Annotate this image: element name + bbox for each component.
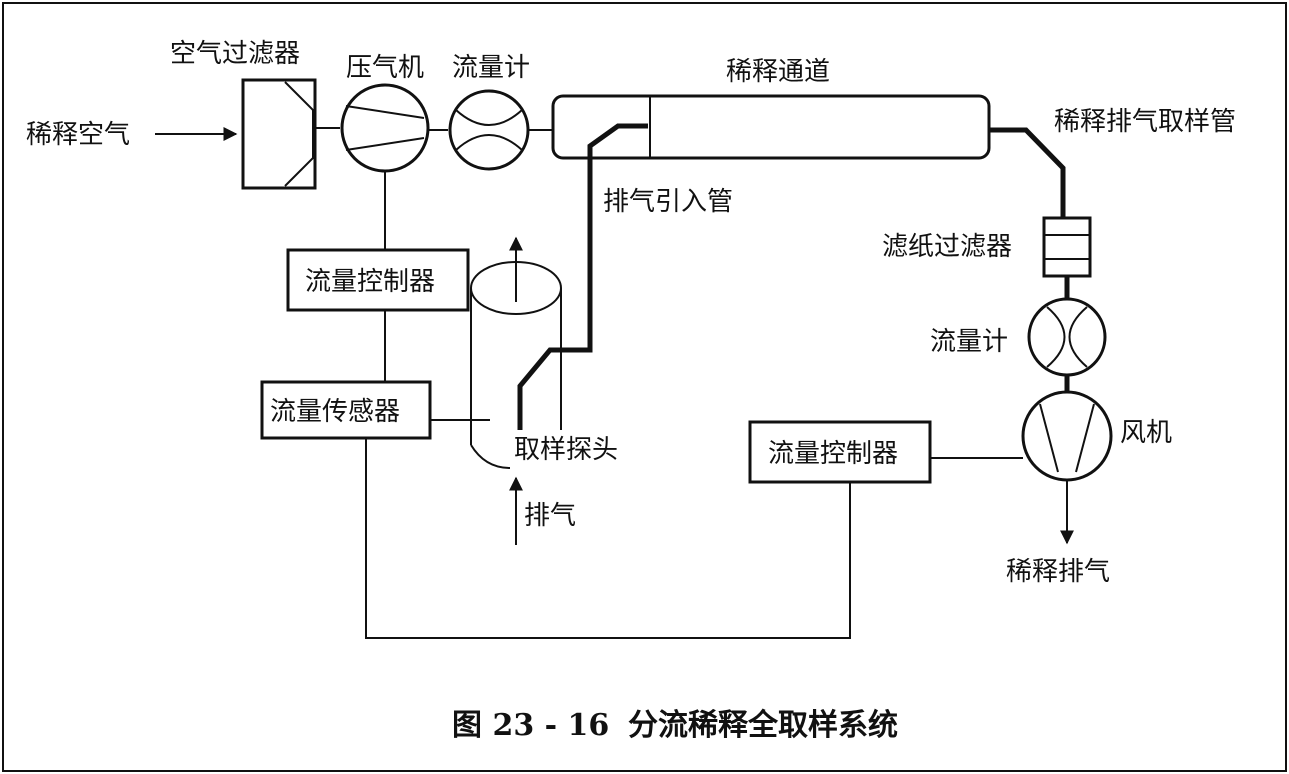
label-compressor: 压气机	[346, 53, 424, 83]
flowmeter-top	[448, 89, 530, 171]
label-exhaust: 排气	[524, 501, 576, 531]
label-flow-sensor: 流量传感器	[270, 397, 400, 427]
blower	[1021, 390, 1113, 482]
flow-controller-right-box	[748, 420, 932, 484]
exhaust-intake-tube	[517, 123, 648, 430]
label-flowmeter-right: 流量计	[930, 327, 1008, 357]
label-filter-paper-filter: 滤纸过滤器	[882, 232, 1012, 262]
label-flowmeter-top: 流量计	[452, 53, 530, 83]
exhaust-sampling-tube	[989, 127, 1066, 220]
label-exhaust-intake-tube: 排气引入管	[603, 187, 733, 217]
caption-title: 分流稀释全取样系统	[628, 708, 898, 743]
flow-controller-left-box	[286, 248, 470, 312]
label-dilution-tunnel: 稀释通道	[726, 57, 830, 87]
compressor	[340, 83, 430, 173]
label-air-filter: 空气过滤器	[170, 39, 300, 69]
label-flow-controller-right: 流量控制器	[768, 439, 898, 469]
label-dilute-exhaust: 稀释排气	[1006, 557, 1110, 587]
flow-sensor-box	[260, 380, 432, 440]
dilution-tunnel	[551, 94, 991, 160]
signal-sensor-right-controller	[365, 438, 851, 639]
label-sampling-probe: 取样探头	[514, 435, 618, 465]
label-flow-controller-left: 流量控制器	[305, 267, 435, 297]
label-dilution-air: 稀释空气	[26, 120, 130, 150]
filter-paper-filter	[1042, 216, 1092, 278]
caption-number: 图 23 - 16	[452, 708, 609, 743]
label-blower: 风机	[1120, 418, 1172, 448]
air-filter	[241, 78, 317, 190]
label-exhaust-sampling-tube: 稀释排气取样管	[1054, 107, 1236, 137]
flowmeter-right	[1027, 297, 1107, 377]
